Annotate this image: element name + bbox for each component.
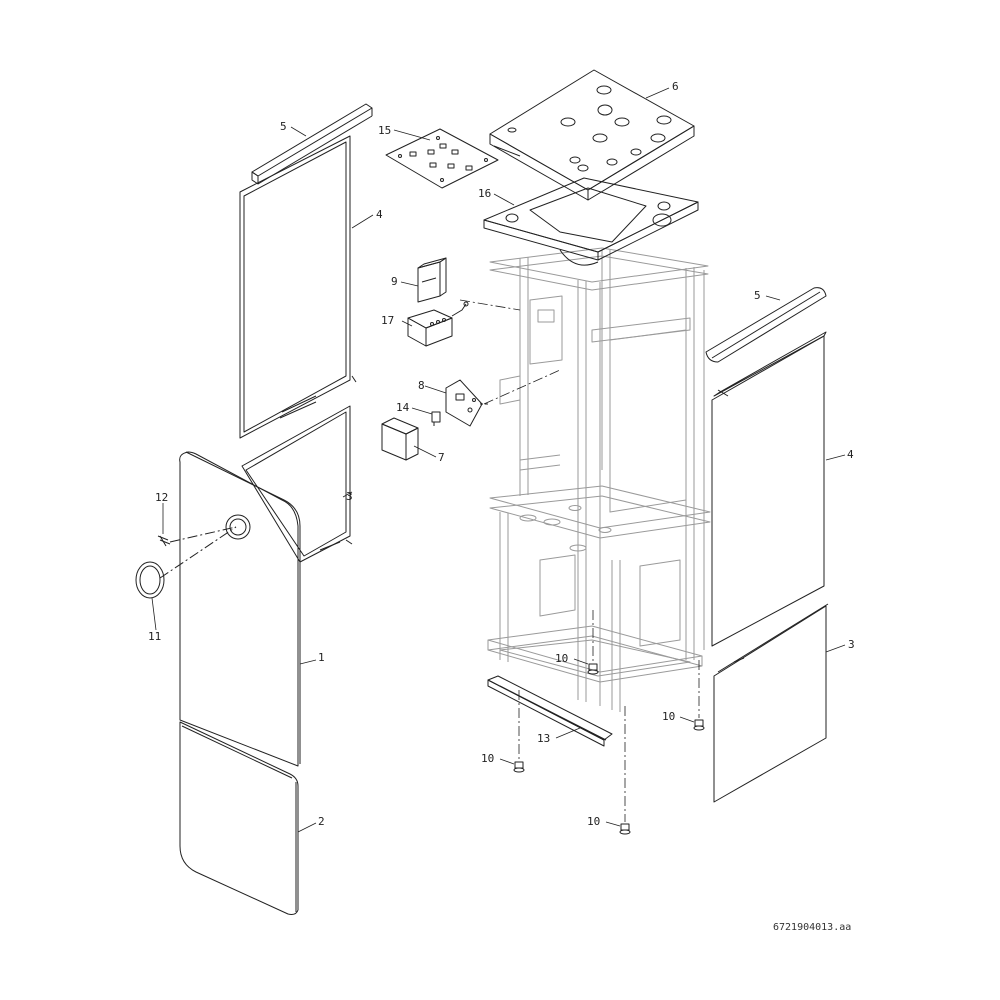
axis-line-screw — [169, 526, 237, 543]
right-lower-side-panel-part-3 — [713, 603, 829, 803]
left-lower-side-panel-part-3 — [241, 405, 353, 563]
front-panel-part-1 — [179, 451, 301, 767]
callout-12: 12 — [155, 491, 169, 504]
callout-9: 9 — [391, 275, 398, 288]
callout-17: 17 — [381, 314, 395, 327]
seal-ring-part-11 — [135, 561, 165, 599]
connector-part-14 — [431, 411, 441, 426]
callout-3-left: 3 — [346, 490, 353, 503]
callout-15: 15 — [378, 124, 392, 137]
callout-11: 11 — [148, 630, 162, 643]
cabinet-frame — [487, 247, 711, 712]
callout-16: 16 — [478, 187, 492, 200]
callout-10-b: 10 — [662, 710, 676, 723]
plate-part-15 — [385, 128, 499, 189]
top-cover-part-6 — [489, 69, 695, 201]
screw-part-12 — [157, 535, 171, 547]
base-rail-part-13 — [487, 675, 613, 747]
axis-line-ring — [159, 526, 237, 579]
module-part-9 — [417, 257, 447, 303]
lower-front-panel-part-2 — [179, 721, 299, 915]
left-top-trim-part-5 — [251, 103, 373, 185]
foot-part-10 — [513, 663, 705, 835]
box-part-7 — [381, 417, 419, 461]
board-part-8 — [445, 379, 490, 427]
callout-7: 7 — [438, 451, 445, 464]
leader-lines — [151, 87, 846, 833]
callout-4-left: 4 — [376, 208, 383, 221]
callout-5-right: 5 — [754, 289, 761, 302]
callout-3-right: 3 — [848, 638, 855, 651]
callout-14: 14 — [396, 401, 410, 414]
drawing-number: 6721904013.aa — [773, 922, 852, 933]
callout-13: 13 — [537, 732, 551, 745]
left-upper-side-panel-part-4 — [239, 135, 357, 439]
callout-5-left: 5 — [280, 120, 287, 133]
callout-1: 1 — [318, 651, 325, 664]
callout-10-a: 10 — [555, 652, 569, 665]
callout-6: 6 — [672, 80, 679, 93]
callout-10-c: 10 — [481, 752, 495, 765]
callout-4-right: 4 — [847, 448, 854, 461]
right-upper-side-panel-part-4 — [711, 331, 827, 647]
callout-10-d: 10 — [587, 815, 601, 828]
callout-8: 8 — [418, 379, 425, 392]
right-top-trim-part-5 — [705, 287, 827, 363]
assembly-axis-lines — [459, 299, 700, 822]
module-part-17 — [407, 301, 469, 347]
top-frame-part-16 — [483, 177, 699, 266]
callout-2: 2 — [318, 815, 325, 828]
